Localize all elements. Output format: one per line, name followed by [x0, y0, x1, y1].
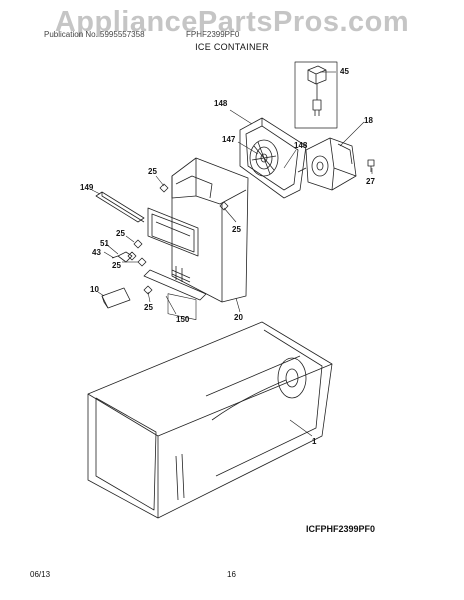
model-number: FPHF2399PF0 — [186, 30, 240, 39]
callout-148-upper: 148 — [214, 99, 228, 108]
footer-page-number: 16 — [227, 570, 236, 579]
callout-25-bottom: 25 — [144, 303, 153, 312]
callout-27: 27 — [366, 177, 375, 186]
callout-18: 18 — [364, 116, 373, 125]
callout-51: 51 — [100, 239, 109, 248]
section-title: ICE CONTAINER — [195, 42, 269, 52]
part-150-strip — [143, 269, 207, 301]
watermark: AppliancePartsPros.com — [54, 6, 410, 38]
callout-25-top: 25 — [148, 167, 157, 176]
callout-45: 45 — [340, 67, 349, 76]
leader-lines — [91, 71, 373, 437]
callout-20: 20 — [234, 313, 243, 322]
part-147-drive-gear — [249, 139, 279, 177]
callout-25-left: 25 — [116, 229, 125, 238]
callout-10: 10 — [90, 285, 99, 294]
callout-148-lower: 148 — [294, 141, 308, 150]
screws-25 — [127, 183, 229, 295]
footer-date: 06/13 — [30, 570, 51, 579]
part-18-motor — [297, 137, 357, 191]
part-1-ice-container — [87, 321, 333, 519]
part-149-bracket — [95, 191, 145, 223]
dispenser-faceplate — [147, 207, 199, 257]
callout-1: 1 — [312, 437, 317, 446]
part-10-cover — [101, 287, 131, 309]
part-45-switch — [294, 61, 338, 129]
callout-150: 150 — [176, 315, 190, 324]
publication-number: Publication No. 5995557358 — [44, 30, 145, 39]
callout-25-right: 25 — [232, 225, 241, 234]
part-27-screw — [367, 159, 375, 172]
callout-43: 43 — [92, 248, 101, 257]
callout-149: 149 — [80, 183, 94, 192]
diagram-code: ICFPHF2399PF0 — [306, 524, 376, 534]
part-20-auger-housing — [167, 157, 249, 320]
callout-147: 147 — [222, 135, 236, 144]
part-148-housing — [239, 117, 307, 199]
callout-25-mid: 25 — [112, 261, 121, 270]
